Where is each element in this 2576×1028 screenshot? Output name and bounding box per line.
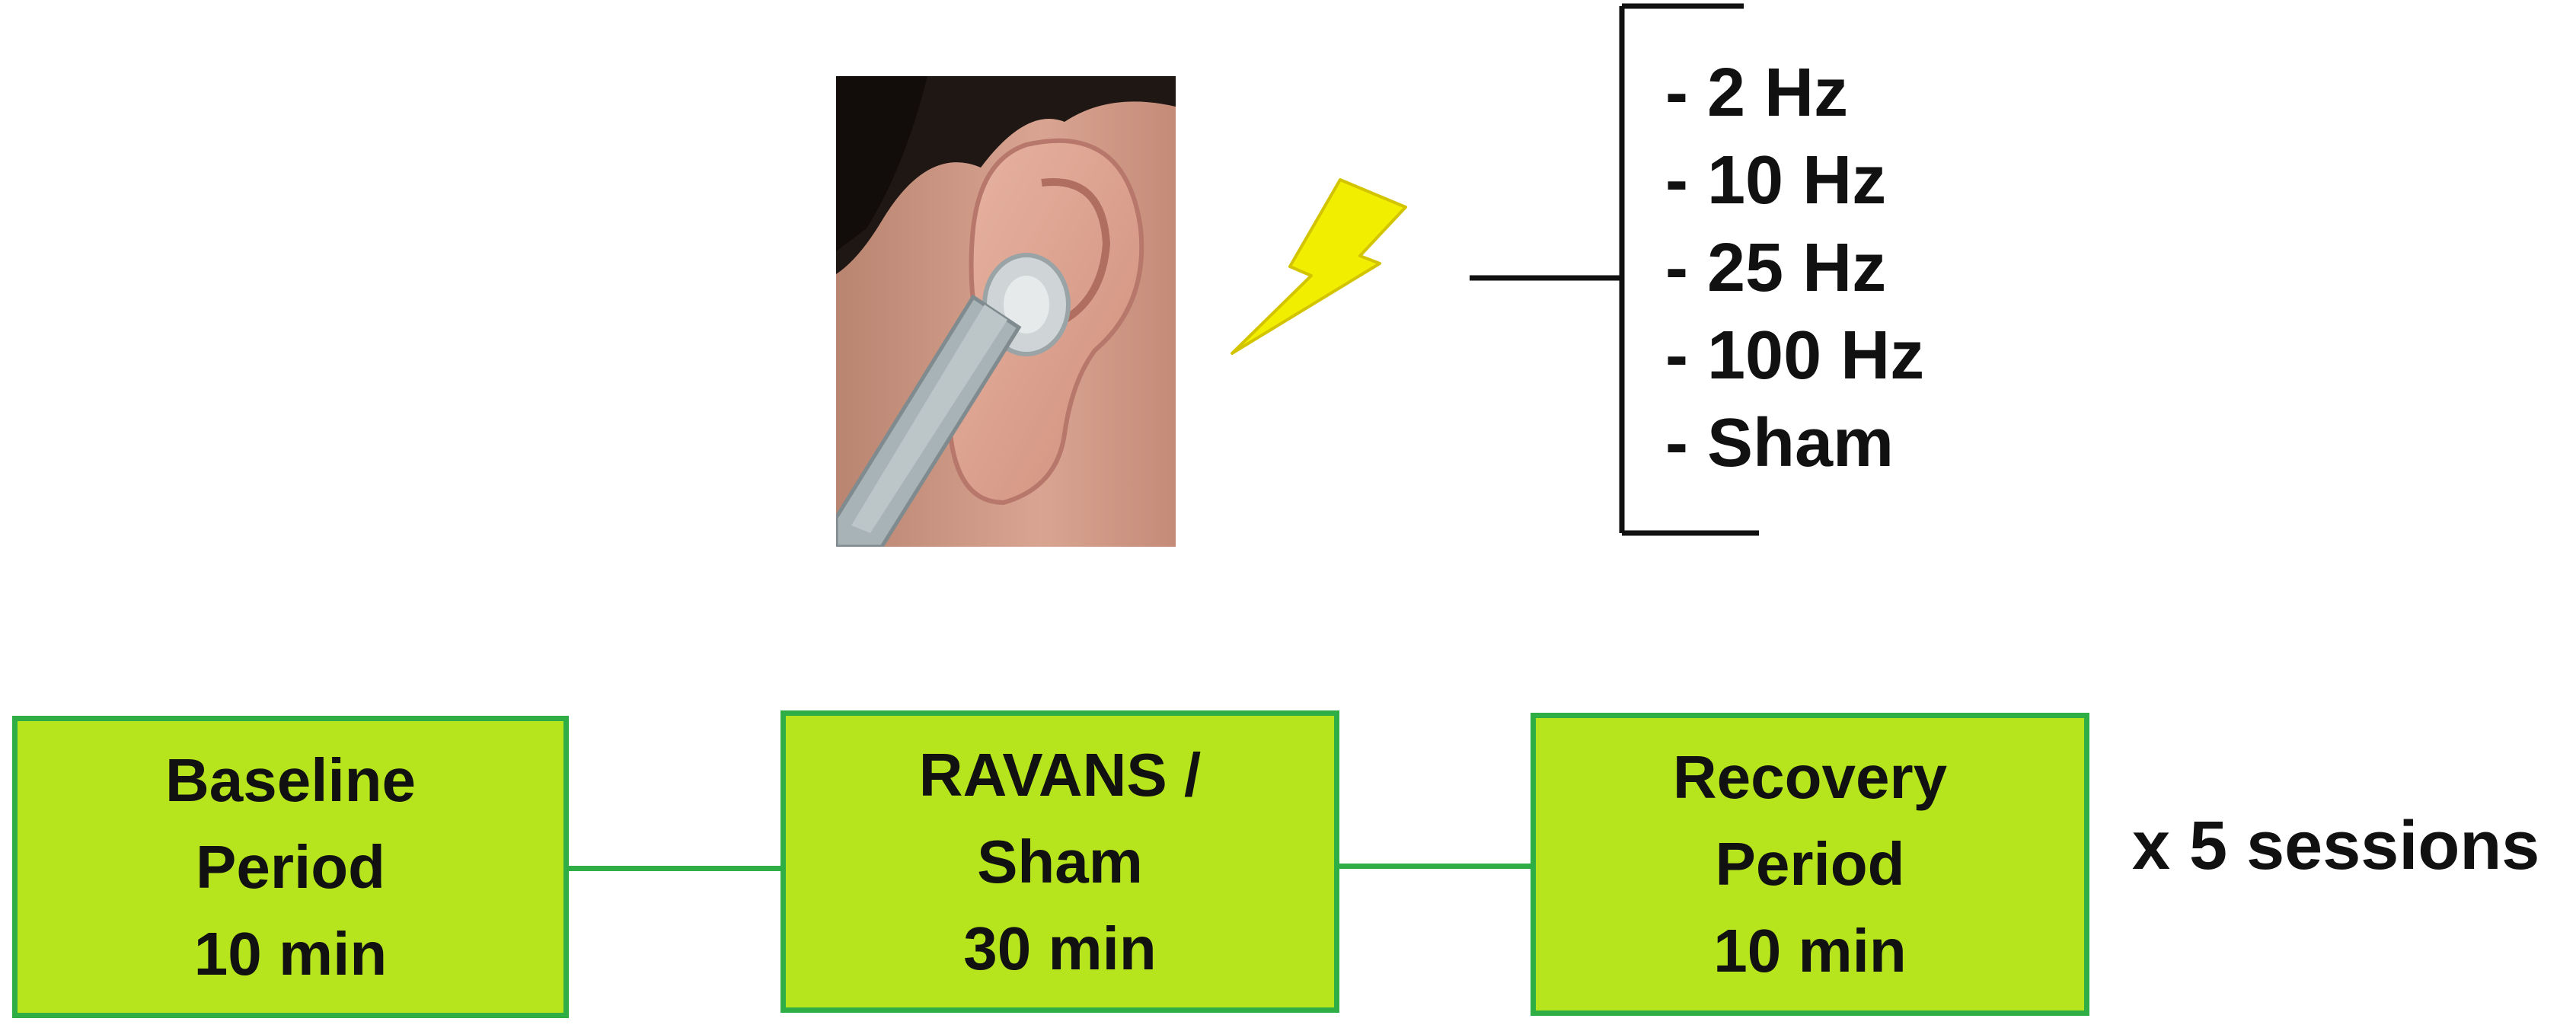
bracket: [1470, 0, 1789, 541]
repeat-label: x 5 sessions: [2132, 808, 2540, 884]
stage-label: Baseline Period 10 min: [164, 745, 417, 988]
frequency-item: - 25 Hz: [1665, 230, 1887, 306]
stage-label: RAVANS / Sham 30 min: [918, 740, 1202, 982]
frequency-item: - 10 Hz: [1665, 142, 1887, 219]
stage-recovery-box: Recovery Period 10 min: [1531, 713, 2089, 1016]
stage-stimulation-box: RAVANS / Sham 30 min: [780, 710, 1339, 1013]
connector-line: [1339, 864, 1531, 869]
lightning-bolt-icon: [1226, 175, 1409, 358]
frequency-list: - 2 Hz - 10 Hz - 25 Hz - 100 Hz - Sham: [1665, 49, 1924, 487]
stage-baseline-box: Baseline Period 10 min: [12, 716, 569, 1018]
frequency-item: - 2 Hz: [1665, 55, 1849, 131]
ear-photo: [836, 76, 1176, 547]
connector-line: [569, 866, 780, 871]
frequency-item: - 100 Hz: [1665, 318, 1925, 394]
frequency-item: - Sham: [1665, 405, 1894, 481]
stage-label: Recovery Period 10 min: [1672, 743, 1948, 985]
